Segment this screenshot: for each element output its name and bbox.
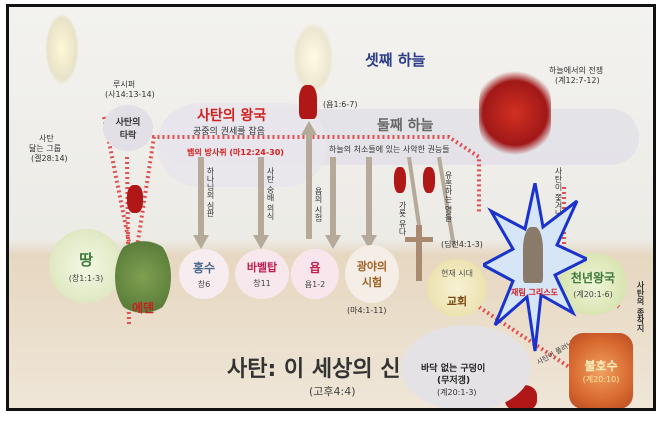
circle-flood-title: 홍수 — [192, 260, 216, 275]
satan-kingdom-band — [157, 103, 327, 187]
satan-destination-label: 사탄의 종착지 — [636, 281, 645, 332]
satan-fall-bubble: 사탄의 타락 — [103, 105, 153, 151]
circle-job-title: 욥 — [309, 260, 321, 275]
bottomless-pit-label: 바닥 없는 구덩이 — [421, 364, 486, 374]
lucifer-label: 루시퍼 — [113, 80, 136, 89]
circle-eden: 에덴 — [115, 235, 171, 319]
circle-earth: 땅 (창1:1-3) — [49, 229, 123, 303]
present-ref: (딤전4:1-3) — [441, 240, 483, 249]
war-heaven-label: 하늘에서의 전쟁 — [549, 66, 604, 75]
millennium-title: 천년왕국 — [570, 270, 616, 285]
circle-babel-ref: 창11 — [253, 279, 271, 288]
circle-wilderness-title: 광야의 시험 — [356, 260, 388, 289]
judas-label: 가룟 유다 — [398, 201, 407, 236]
red-demon-left — [127, 185, 143, 213]
satan-cast-label: 사탄이 쫓겨남 — [554, 167, 563, 218]
lake-fire-ref: (계20:10) — [582, 375, 620, 384]
main-title: 사탄: 이 세상의 신 — [227, 357, 401, 382]
circle-eden-title: 에덴 — [131, 300, 155, 315]
circle-flood-ref: 창6 — [197, 279, 211, 289]
circle-wilderness-ref: (마4:1-11) — [347, 306, 387, 315]
red-demon-mid2 — [423, 167, 435, 193]
deceiving-spirits-label: 유혹하는 영들 — [444, 171, 453, 222]
red-dragon — [479, 67, 551, 159]
satan-kingdom-title: 사탄의 왕국 — [197, 108, 267, 124]
satan-covering-label: 사탄 — [39, 134, 54, 143]
circle-earth-ref: (창1:1-3) — [68, 273, 104, 283]
lake-of-fire: 불호수 (계20:10) — [569, 333, 633, 408]
millennium-ref: (계20:1-6) — [573, 289, 613, 299]
circle-church: 현재 시대 교회 — [427, 259, 487, 317]
circle-earth-title: 땅 — [79, 250, 93, 269]
circle-wilderness: 광야의 시험 — [345, 245, 399, 303]
satan-fall-text2: 타락 — [119, 131, 137, 141]
circle-babel: 바벨탑 창11 — [235, 249, 289, 299]
pit-ref: (계20:1-3) — [437, 388, 477, 397]
job-top-ref: (욥1:6-7) — [323, 100, 358, 109]
christ-figure — [523, 227, 543, 283]
war-heaven-ref: (계12:7-12) — [555, 76, 600, 85]
diagram-frame: 셋째 하늘 둘째 하늘 사탄의 왕국 공중의 권세를 잡음 뱀의 방사쥐 (마1… — [6, 4, 656, 411]
lucifer-ref: (사14:13-14) — [105, 90, 155, 99]
satan-bound-label: 재림 그리스도 — [511, 288, 558, 297]
present-age-text: 현재 시대 — [441, 268, 473, 278]
main-title-ref: (고후4:4) — [309, 385, 356, 398]
angel-figure-center — [293, 23, 333, 93]
circle-job: 욥 욥1-2 — [291, 249, 339, 299]
second-heaven-label: 둘째 하늘 — [377, 118, 434, 134]
third-heaven-label: 셋째 하늘 — [365, 51, 426, 69]
circle-flood: 홍수 창6 — [179, 249, 229, 299]
church-text: 교회 — [446, 294, 468, 308]
lake-fire-title: 불호수 — [584, 359, 618, 373]
circle-job-ref: 욥1-2 — [304, 279, 326, 289]
deceiver-label: 뱀의 방사쥐 (마12:24-30) — [187, 148, 284, 157]
bottomless-pit-label2: (무저갱) — [437, 376, 471, 386]
red-demon-mid1 — [394, 167, 406, 193]
arrow-label-babel: 사탄 숭배 의식 — [266, 167, 275, 221]
red-demon-top — [299, 85, 317, 119]
heavenly-powers-label: 하늘의 처소들에 있는 사악한 권능들 — [329, 145, 450, 154]
satan-covering-label2: 닮는 그룹 — [29, 144, 61, 153]
satan-kingdom-subtitle: 공중의 권세를 잡음 — [193, 127, 265, 137]
arrow-label-flood: 하나님의 심판 — [206, 167, 215, 218]
arrow-label-job: 욥의 시험 — [314, 187, 323, 222]
circle-babel-title: 바벨탑 — [246, 261, 278, 274]
satan-fall-text: 사탄의 — [115, 118, 141, 128]
satan-covering-ref: (겔28:14) — [31, 154, 68, 163]
angel-figure-left — [45, 13, 79, 85]
bottomless-pit-bubble — [401, 325, 531, 408]
